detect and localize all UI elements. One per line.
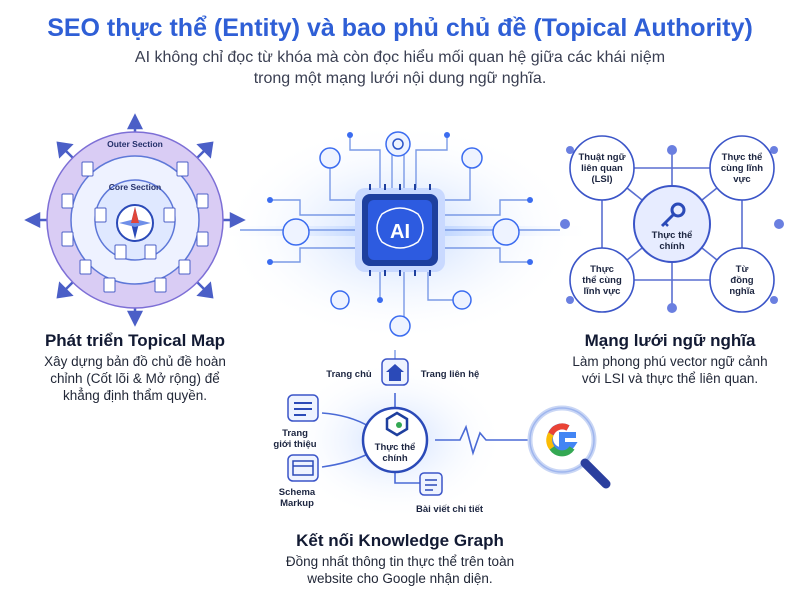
topical-map-desc: Xây dựng bản đồ chủ đề hoàn chỉnh (Cốt l… [15,353,255,404]
page-subtitle: AI không chỉ đọc từ khóa mà còn đọc hiểu… [100,47,700,89]
compass-icon [116,204,154,242]
knowledge-graph-desc: Đồng nhất thông tin thực thể trên toàn w… [255,553,545,587]
semantic-network-desc-line-1: Làm phong phú vector ngữ cảnh [572,354,768,369]
contact-label: Trang liên hệ [420,369,480,380]
topical-map-desc-line-2: chỉnh (Cốt lõi & Mở rộng) để [50,371,220,386]
about-label: Trang giới thiệu [273,428,317,450]
outer-section-label: Outer Section [107,139,163,149]
node-same-field-1 [709,135,775,201]
article-icon [419,472,443,496]
subtitle-line-1: AI không chỉ đọc từ khóa mà còn đọc hiểu… [134,49,666,66]
topical-map-title: Phát triển Topical Map [44,331,226,350]
google-magnifier-icon [527,405,611,489]
node-same-field-1-label: Thực thể cùng lĩnh vực [720,152,764,185]
semantic-network-title: Mạng lưới ngữ nghĩa [584,331,756,350]
knowledge-graph-title: Kết nối Knowledge Graph [296,531,504,550]
topical-map-desc-line-3: khẳng định thẩm quyền. [62,388,208,403]
page-icons [61,161,209,293]
node-synonym [709,247,775,313]
topical-map-diagram: Outer Section Core Section [24,113,246,327]
knowledge-graph-desc-line-2: website cho Google nhận diện. [307,571,493,586]
ai-chip [355,184,445,276]
node-main-entity [633,185,711,263]
kg-main-entity-label: Thực thể chính [374,442,416,464]
schema-label: Schema Markup [278,487,316,509]
entity-logo-icon [385,411,409,437]
semantic-network-desc: Làm phong phú vector ngữ cảnh với LSI và… [545,353,795,387]
core-section-label: Core Section [109,182,161,192]
schema-icon [287,454,319,482]
node-main-entity-label: Thực thể chính [651,230,693,252]
home-label: Trang chủ [326,369,372,380]
node-synonym-label: Từ đồng nghĩa [729,264,755,297]
page-title: SEO thực thể (Entity) và bao phủ chủ đề … [47,14,753,42]
topical-map-desc-line-1: Xây dựng bản đồ chủ đề hoàn [44,354,226,369]
node-same-field-2-label: Thực thể cùng lĩnh vực [582,264,622,297]
semantic-network-desc-line-2: với LSI và thực thể liên quan. [581,371,759,386]
node-lsi [569,135,635,201]
kg-main-entity-node [361,406,429,474]
ai-chip-label: AI [390,221,410,243]
about-page-icon [287,394,319,422]
node-lsi-label: Thuật ngữ liên quan (LSI) [578,152,626,185]
article-label: Bài viết chi tiết [416,504,484,515]
home-icon [381,358,409,386]
semantic-network-diagram [560,135,784,313]
network-dots [560,145,784,313]
node-same-field-2 [569,247,635,313]
satellite-icons [282,131,520,337]
key-icon [660,202,686,228]
knowledge-graph-diagram [285,358,611,520]
knowledge-graph-desc-line-1: Đồng nhất thông tin thực thể trên toàn [285,554,515,569]
subtitle-line-2: trong một mạng lưới nội dung ngữ nghĩa. [253,70,547,87]
